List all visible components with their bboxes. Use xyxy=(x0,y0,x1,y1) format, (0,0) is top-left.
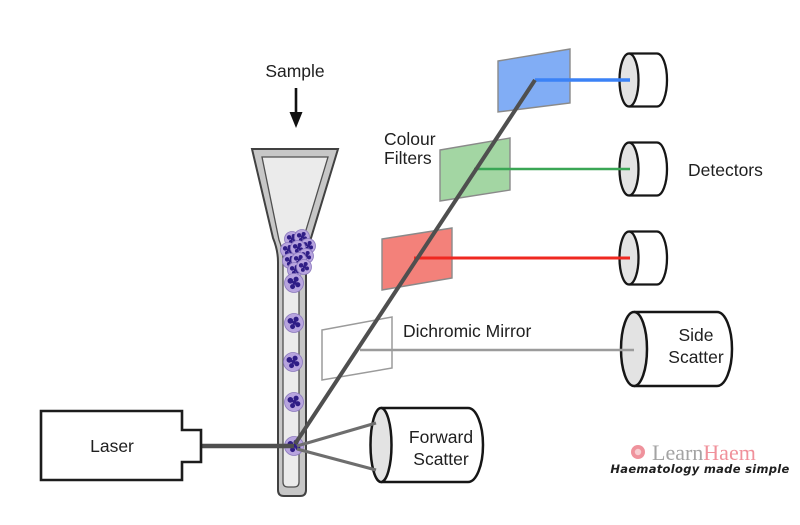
side-scatter-label-line2: Scatter xyxy=(668,347,724,367)
learnhaem-logo-icon-center xyxy=(634,448,642,456)
forward-scatter-label-line2: Scatter xyxy=(413,449,469,469)
logo-tagline: Haematology made simple xyxy=(610,462,789,476)
colour-filters-label-line2: Filters xyxy=(384,148,432,168)
logo-learn-text: Learn xyxy=(652,440,703,465)
detector-blue-body xyxy=(629,52,669,108)
detector-red-body xyxy=(629,230,669,286)
learnhaem-logo: LearnHaem Haematology made simple xyxy=(610,440,789,476)
cell xyxy=(284,273,304,293)
cell xyxy=(283,352,303,372)
laser-source: Laser xyxy=(39,409,203,482)
sample-label: Sample xyxy=(265,61,324,81)
forward-scatter-cone-top xyxy=(296,421,377,448)
side-scatter-body xyxy=(634,310,734,388)
svg-text:LearnHaem: LearnHaem xyxy=(652,440,756,465)
logo-haem-text: Haem xyxy=(703,440,756,465)
scatter-diagonal-beam xyxy=(293,78,537,446)
forward-scatter-detector xyxy=(369,406,485,484)
cell xyxy=(284,313,304,333)
detectors-label: Detectors xyxy=(688,160,763,180)
forward-scatter-cone-bottom xyxy=(296,447,377,472)
laser-box xyxy=(39,409,203,482)
forward-scatter-label-line1: Forward xyxy=(409,427,473,447)
laser-label: Laser xyxy=(90,436,134,456)
cell xyxy=(284,392,304,412)
detector-green-body xyxy=(629,141,669,197)
cell xyxy=(296,259,312,275)
forward-scatter-face xyxy=(369,406,393,484)
forward-scatter-body xyxy=(381,406,485,484)
dichromic-mirror-label: Dichromic Mirror xyxy=(403,321,532,341)
detector-red xyxy=(618,230,669,286)
side-scatter-label-line1: Side xyxy=(678,325,713,345)
sample-arrow-icon xyxy=(289,88,303,128)
colour-filters-label-line1: Colour xyxy=(384,129,436,149)
